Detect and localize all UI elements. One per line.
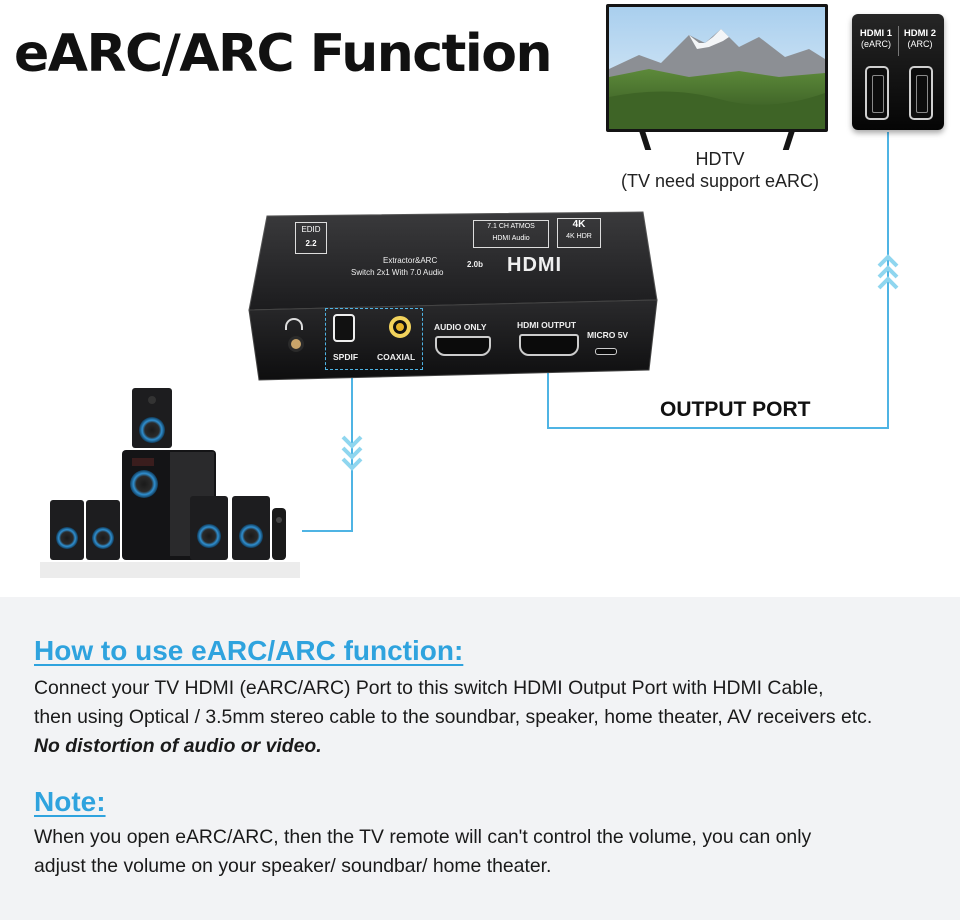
audio-only-hdmi-port — [435, 336, 491, 356]
howto-title: How to use eARC/ARC function: — [34, 635, 464, 666]
tv-image — [606, 4, 828, 150]
page-title: eARC/ARC Function — [14, 24, 552, 84]
note-line-2: adjust the volume on your speaker/ sound… — [34, 855, 552, 877]
coaxial-label: COAXIAL — [377, 352, 416, 362]
audio-only-label: AUDIO ONLY — [434, 322, 487, 332]
tv-screen — [606, 4, 828, 132]
hdtv-caption: HDTV (TV need support eARC) — [600, 148, 840, 192]
howto-emphasis: No distortion of audio or video. — [34, 735, 322, 757]
spdif-port — [333, 314, 355, 342]
hdtv-requirement: (TV need support eARC) — [620, 171, 820, 191]
howto-line-1: Connect your TV HDMI (eARC/ARC) Port to … — [34, 677, 824, 699]
hdmi-output-label: HDMI OUTPUT — [517, 320, 577, 330]
tv-port-label-2: HDMI 2(ARC) — [903, 28, 937, 49]
instructions-panel: How to use eARC/ARC function: Connect yo… — [0, 597, 960, 920]
tv-hdmi1-port — [865, 66, 889, 120]
connection-lines — [302, 132, 899, 532]
device-model-line2: Extractor&ARC — [383, 256, 438, 265]
spdif-label: SPDIF — [333, 352, 359, 362]
device-model-line1: Switch 2x1 With 7.0 Audio — [351, 268, 444, 277]
tv-hdmi2-port — [909, 66, 933, 120]
device-brand: HDMI — [507, 254, 563, 276]
tv-port-label-1: HDMI 1(eARC) — [859, 28, 893, 49]
device-version: 2.0b — [467, 260, 484, 269]
chevron-down-icon — [341, 435, 363, 471]
home-theater-speakers-image — [40, 380, 310, 580]
micro-5v-label: MICRO 5V — [587, 330, 629, 340]
micro-usb-port — [595, 348, 617, 355]
hdtv-label: HDTV — [695, 149, 745, 169]
mountain-landscape-image — [609, 7, 825, 129]
howto-line-2: then using Optical / 3.5mm stereo cable … — [34, 706, 873, 728]
output-port-label: OUTPUT PORT — [660, 398, 811, 421]
headphone-icon — [285, 318, 303, 330]
audio-cable-line — [302, 372, 353, 532]
tv-hdmi-port-panel: HDMI 1(eARC) HDMI 2(ARC) — [852, 14, 944, 130]
headphone-jack — [288, 336, 304, 352]
note-line-1: When you open eARC/ARC, then the TV remo… — [34, 826, 812, 848]
chevron-up-icon — [877, 254, 899, 290]
hdmi-output-port — [519, 334, 579, 356]
audio-out-group — [325, 308, 423, 370]
coaxial-port — [389, 316, 411, 338]
note-title: Note: — [34, 786, 106, 817]
